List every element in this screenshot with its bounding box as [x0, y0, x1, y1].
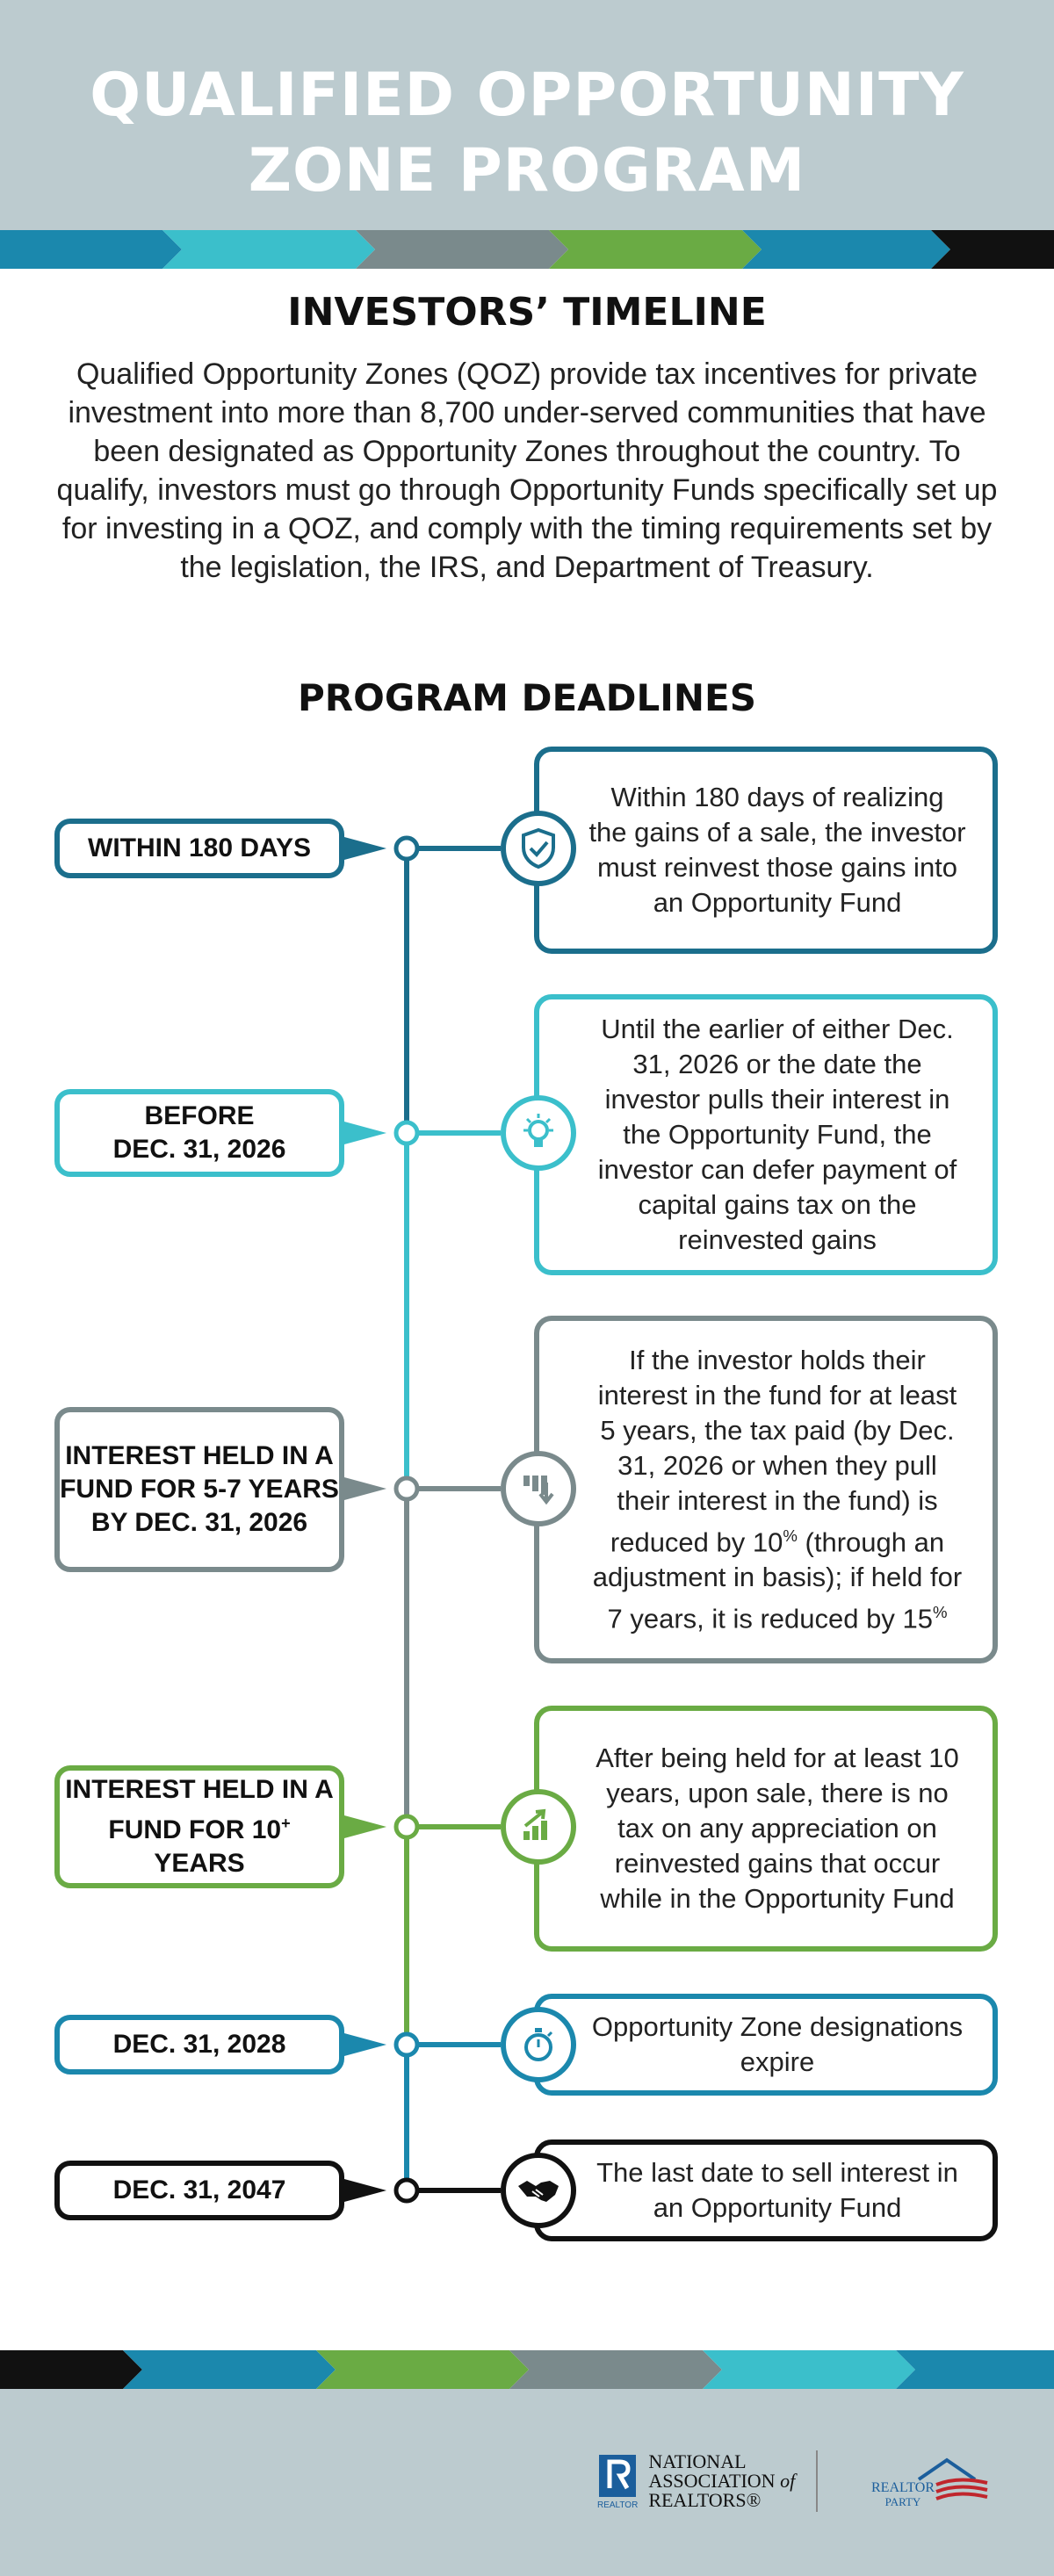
section-title: INVESTORS’ TIMELINE: [287, 290, 767, 335]
deadline-description: After being held for at least 10 years, …: [534, 1706, 998, 1952]
header-chevron-stripe: [0, 230, 1054, 269]
timeline-node: [393, 1814, 420, 1840]
timeline-node: [393, 1476, 420, 1502]
header-banner: QUALIFIED OPPORTUNITY ZONE PROGRAM: [0, 0, 1054, 230]
deadline-description: Within 180 days of realizing the gains o…: [534, 747, 998, 954]
deadline-description: If the investor holds their interest in …: [534, 1316, 998, 1663]
deadlines-title: PROGRAM DEADLINES: [298, 676, 756, 719]
timeline-node: [393, 835, 420, 862]
deadline-description: Until the earlier of either Dec. 31, 202…: [534, 994, 998, 1275]
timeline-node: [393, 1120, 420, 1146]
footer-divider: [816, 2450, 819, 2512]
stopwatch-icon: [501, 2007, 576, 2082]
footer: [0, 2389, 1054, 2576]
deadline-label-2047: DEC. 31, 2047: [54, 2161, 344, 2220]
deadline-label-10-years: INTEREST HELD IN A FUND FOR 10+ YEARS: [54, 1765, 344, 1888]
realtor-r-icon: [599, 2454, 637, 2497]
deadline-description: Opportunity Zone designations expire: [534, 1994, 998, 2096]
deadline-label-5-7-years: INTEREST HELD IN A FUND FOR 5-7 YEARS BY…: [54, 1407, 344, 1572]
deadline-description: The last date to sell interest in an Opp…: [534, 2139, 998, 2241]
footer-chevron-stripe: [0, 2350, 1054, 2389]
handshake-icon: [501, 2153, 576, 2228]
declining-chart-icon: [501, 1451, 576, 1526]
flag-house-icon: [917, 2457, 988, 2500]
growth-chart-icon: [501, 1789, 576, 1865]
deadline-label-before-2026: BEFORE DEC. 31, 2026: [54, 1089, 344, 1177]
intro-paragraph: Qualified Opportunity Zones (QOZ) provid…: [56, 357, 998, 584]
timeline-node: [393, 2031, 420, 2058]
check-shield-icon: [501, 811, 576, 886]
nar-logo: REALTOR NATIONAL ASSOCIATION of REALTORS…: [597, 2450, 819, 2512]
page-title: QUALIFIED OPPORTUNITY ZONE PROGRAM: [90, 61, 964, 206]
timeline-node: [393, 2177, 420, 2204]
realtor-party-logo: REALTOR PARTY: [866, 2455, 998, 2516]
deadline-label-2028: DEC. 31, 2028: [54, 2015, 344, 2075]
lightbulb-icon: [501, 1095, 576, 1171]
deadline-label-180-days: WITHIN 180 DAYS: [54, 819, 344, 878]
